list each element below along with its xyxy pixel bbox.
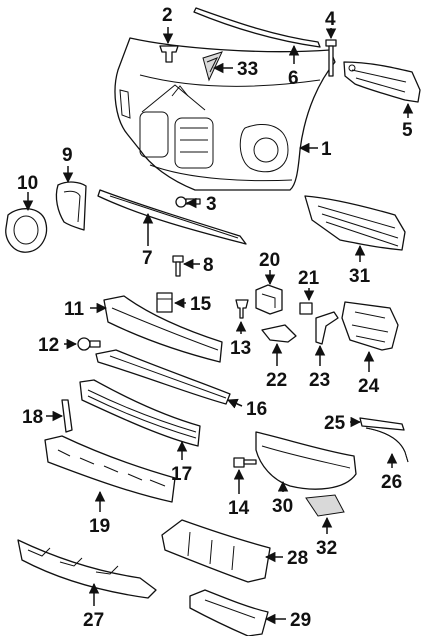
callout-4: 4	[325, 9, 336, 30]
callout-31: 31	[349, 266, 371, 287]
push-clip	[159, 45, 179, 63]
callout-9: 9	[62, 145, 73, 166]
callout-10: 10	[17, 173, 38, 194]
side-bracket-5	[343, 61, 421, 103]
callout-32: 32	[316, 538, 337, 559]
bracket-20	[255, 284, 283, 315]
clip-13	[235, 299, 249, 319]
callout-8: 8	[203, 255, 214, 276]
callout-25: 25	[324, 413, 346, 434]
callout-17: 17	[171, 464, 192, 485]
callout-20: 20	[259, 250, 280, 271]
callout-33: 33	[237, 59, 258, 80]
callout-7: 7	[142, 248, 153, 269]
bolt-14	[233, 457, 257, 468]
leader-16	[227, 398, 243, 409]
callout-5: 5	[402, 120, 413, 141]
callout-22: 22	[266, 370, 287, 391]
fog-lamp-ring	[5, 208, 48, 253]
callout-14: 14	[228, 498, 250, 519]
lower-absorber	[44, 435, 176, 503]
lower-deflector	[17, 539, 157, 599]
clip-21	[299, 302, 313, 315]
callout-18: 18	[22, 407, 43, 428]
upper-molding	[193, 7, 321, 48]
callout-3: 3	[206, 194, 217, 215]
callout-6: 6	[288, 68, 299, 89]
impact-strip-7	[97, 189, 247, 245]
callout-labels: 1 2 3 4 5 6 7 8 9 10 11 12 13 14 15 16 1…	[17, 5, 413, 631]
clip-block-15	[156, 292, 173, 313]
callout-13: 13	[230, 338, 251, 359]
callout-19: 19	[89, 516, 110, 537]
lower-cover	[255, 431, 357, 490]
callout-26: 26	[381, 472, 402, 493]
callout-29: 29	[290, 610, 311, 631]
bolt-8	[172, 255, 184, 277]
hook-23	[315, 311, 339, 345]
screw-3	[175, 196, 201, 208]
fog-lamp-bracket	[55, 181, 87, 231]
callout-11: 11	[64, 299, 85, 320]
clip-25	[359, 417, 405, 431]
push-pin-12	[77, 337, 101, 351]
callout-2: 2	[162, 5, 173, 26]
callout-16: 16	[246, 399, 267, 420]
side-trim-18	[61, 399, 73, 433]
callout-24: 24	[358, 376, 380, 397]
leader-lines	[22, 27, 414, 625]
lower-panel	[189, 589, 269, 636]
side-bracket-31	[304, 195, 406, 251]
upper-absorber	[103, 295, 223, 363]
callout-28: 28	[287, 548, 308, 569]
callout-15: 15	[190, 294, 212, 315]
callout-23: 23	[309, 370, 330, 391]
support-22	[261, 324, 297, 343]
callout-27: 27	[83, 610, 104, 631]
tube-26	[365, 427, 409, 463]
pad-32	[305, 494, 345, 517]
callout-30: 30	[272, 496, 293, 517]
energy-absorber	[79, 379, 201, 447]
callout-21: 21	[298, 268, 320, 289]
callout-12: 12	[38, 335, 59, 356]
lower-bracket-24	[341, 301, 399, 351]
callout-1: 1	[321, 139, 332, 160]
bumper-cover	[114, 37, 336, 191]
bolt-4	[325, 39, 337, 77]
air-dam	[161, 519, 271, 583]
